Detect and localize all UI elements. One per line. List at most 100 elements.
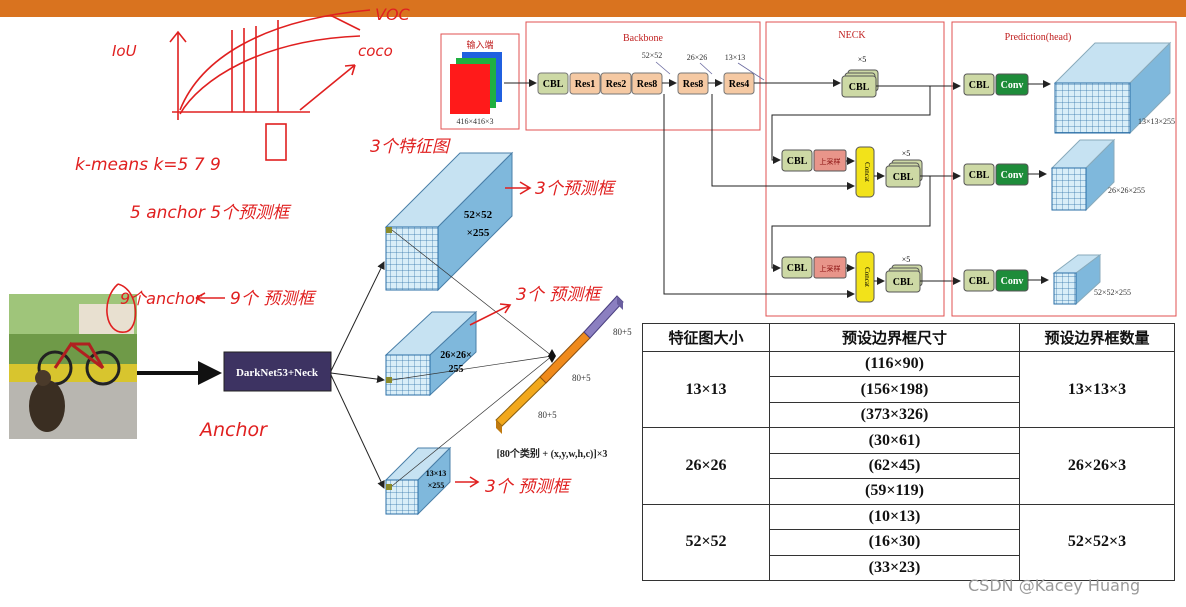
neck-cbl-bottom-label: CBL (787, 263, 808, 274)
concat-mid-label: Concat (863, 162, 871, 182)
feature-size-cell: 13×13 (642, 350, 770, 429)
darknet-block (223, 351, 332, 392)
backbone-block-label: Res8 (637, 79, 658, 90)
backbone-blocks: CBL Res1 Res2 Res8 Res8 Res4 (537, 72, 755, 95)
res1-block (569, 72, 601, 95)
cube-small-label-2: ×255 (428, 481, 445, 490)
head-conv-label: Conv (1001, 80, 1024, 91)
anchor-size-cell: (30×61) (769, 427, 1020, 454)
scale-52-label: 52×52 (642, 51, 663, 60)
input-photo (9, 294, 137, 439)
input-frame (440, 33, 520, 130)
table-row: (59×119) (643, 478, 1175, 505)
backbone-frame (525, 21, 761, 131)
head-row-52: CBL Conv 52×52×255 (963, 254, 1131, 306)
table-row: 13×13 (116×90) 13×13×3 (642, 350, 1175, 429)
backbone-block-label: CBL (543, 79, 564, 90)
cube-large-label-2: ×255 (467, 227, 490, 239)
backbone-title: Backbone (623, 33, 664, 44)
head-output-13: 13×13×255 (1138, 117, 1175, 126)
neck-cbl-stack-mid: CBL (885, 159, 923, 188)
neck-cbl-label: CBL (893, 277, 914, 288)
anchor-count-cell: 26×26×3 (1019, 427, 1175, 505)
neck-cbl-label: CBL (849, 82, 870, 93)
anchor-size-cell: (373×326) (769, 401, 1020, 429)
concat-bottom-label: Concat (863, 267, 871, 287)
neck-title: NECK (838, 30, 866, 41)
head-row-26: CBL Conv 26×26×255 (963, 138, 1145, 212)
neck-frame (765, 21, 945, 317)
hand-voc: VOC (375, 5, 411, 24)
anchor-size-cell: (33×23) (769, 554, 1020, 581)
input-image-stack (450, 52, 502, 114)
col-header-feature-size: 特征图大小 (642, 323, 770, 352)
hand-nine-pred: 9个 预测框 (230, 289, 317, 309)
cube-large-label-1: 52×52 (464, 209, 493, 221)
photo-illustration (9, 294, 137, 439)
table-header-row: 特征图大小 预设边界框尺寸 预设边界框数量 (642, 323, 1175, 352)
neck-cbl-mid (781, 149, 813, 172)
upsample-bottom-label: 上采样 (820, 264, 841, 273)
neck-x5-label-mid: ×5 (902, 149, 911, 158)
input-size-label: 416×416×3 (456, 117, 493, 126)
feature-cube-large: 52×52 ×255 (384, 151, 514, 292)
feature-cube-mid: 26×26× 255 (384, 310, 478, 397)
backbone-block-label: Res8 (683, 79, 704, 90)
hand-three-pred-c: 3个 预测框 (485, 477, 572, 497)
darknet-label: DarkNet53+Neck (236, 367, 319, 379)
anchor-size-cell: (10×13) (769, 503, 1020, 531)
col-header-anchor-size: 预设边界框尺寸 (769, 323, 1020, 352)
anchor-formula: [80个类别 + (x,y,w,h,c)]×3 (497, 447, 608, 460)
top-banner (0, 0, 1186, 17)
head-conv-label: Conv (1001, 170, 1024, 181)
backbone-block-label: Res1 (575, 79, 596, 90)
scale-13-label: 13×13 (725, 53, 746, 62)
cube-small-label-1: 13×13 (426, 469, 447, 478)
anchor-count-cell: 52×52×3 (1019, 503, 1175, 582)
anchor-count-cell: 13×13×3 (1019, 350, 1175, 429)
anchor-size-cell: (16×30) (769, 529, 1020, 556)
feature-cube-small: 13×13 ×255 (384, 446, 452, 516)
head-output-26: 26×26×255 (1108, 186, 1145, 195)
backbone-block-label: Res4 (729, 79, 750, 90)
hand-anchor5: 5 anchor 5个预测框 (130, 203, 292, 223)
anchor-size-cell: (156×198) (769, 376, 1020, 403)
table-row: (373×326) (643, 401, 1175, 429)
feature-size-cell: 26×26 (642, 427, 770, 505)
head-title: Prediction(head) (1005, 32, 1072, 43)
bar-label-top: 80+5 (613, 327, 632, 337)
anchor-size-cell: (59×119) (769, 478, 1020, 505)
scale-26-label: 26×26 (687, 53, 708, 62)
upsample-mid-label: 上采样 (820, 157, 841, 166)
neck-x5-label-bottom: ×5 (902, 255, 911, 264)
hand-iou: IoU (112, 42, 137, 60)
watermark: CSDN @Kacey Huang (968, 576, 1141, 595)
col-header-anchor-count: 预设边界框数量 (1019, 323, 1175, 352)
neck-cbl-mid-label: CBL (787, 156, 808, 167)
hand-kmeans: k-means k=5 7 9 (75, 155, 221, 175)
bar-label-low: 80+5 (538, 410, 557, 420)
neck-cbl-label: CBL (893, 172, 914, 183)
neck-cbl-stack-bottom: CBL (885, 264, 923, 293)
res2-block (600, 72, 632, 95)
neck-cbl-stack-top: CBL (841, 69, 879, 98)
head-cbl-label: CBL (969, 170, 990, 181)
backbone-cbl-block (537, 72, 569, 95)
head-cbl-label: CBL (969, 276, 990, 287)
table-row: 52×52 (10×13) 52×52×3 (642, 503, 1175, 582)
neck-x5-label: ×5 (858, 55, 867, 64)
bar-label-mid: 80+5 (572, 373, 591, 383)
head-output-52: 52×52×255 (1094, 288, 1131, 297)
anchor-size-cell: (116×90) (769, 350, 1020, 378)
concat-mid (855, 146, 875, 198)
handwritten-sketch (106, 9, 532, 488)
anchor-table: 特征图大小 预设边界框尺寸 预设边界框数量 13×13 (116×90) 13×… (642, 323, 1175, 582)
backbone-block-label: Res2 (606, 79, 627, 90)
hand-anchor-word: Anchor (198, 419, 268, 441)
hand-coco: coco (358, 42, 393, 60)
table-row: 26×26 (30×61) 26×26×3 (642, 427, 1175, 505)
hand-three-pred-a: 3个预测框 (535, 179, 617, 199)
head-cbl-label: CBL (969, 80, 990, 91)
head-frame (951, 21, 1177, 317)
